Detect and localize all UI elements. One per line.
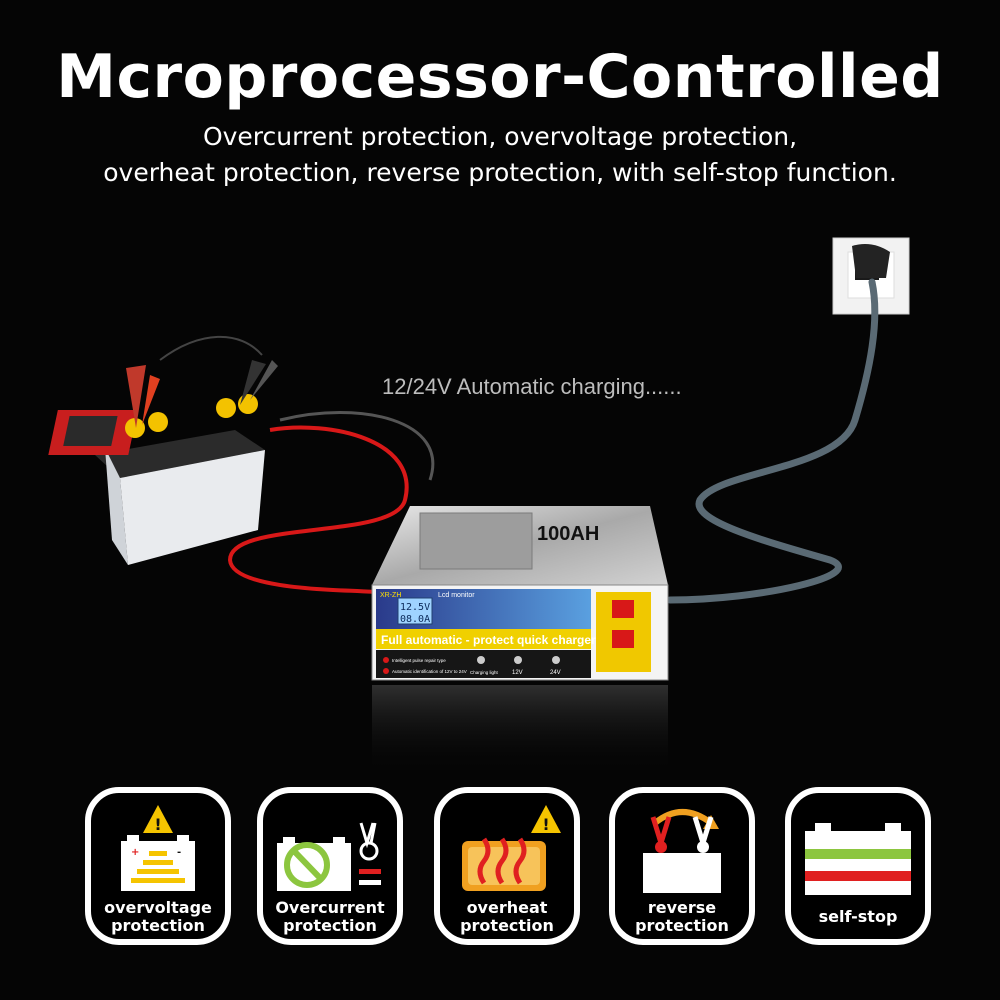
charger-monitor-label: Lcd monitor	[438, 592, 475, 599]
indicator-12v-label: 12V	[512, 670, 523, 676]
feature-badge-self-stop: self-stop	[785, 787, 931, 945]
lcd-current-readout: 08.0A	[400, 614, 430, 625]
badge-label-line-2: protection	[460, 916, 554, 935]
page-subtitle-line-1: Overcurrent protection, overvoltage prot…	[202, 122, 798, 151]
battery-charger	[371, 506, 669, 775]
badge-label-line-1: reverse	[647, 898, 717, 917]
positive-cable	[227, 425, 409, 594]
feature-badge-overvoltage: ! + - overvoltage protection	[85, 787, 231, 945]
svg-text:!: !	[542, 815, 549, 834]
power-cord	[666, 278, 879, 604]
charging-status-text: 12/24V Automatic charging......	[382, 374, 682, 399]
feature-badge-reverse: reverse protection	[609, 787, 755, 945]
svg-text:!: !	[154, 815, 161, 834]
feature-badge-overcurrent: Overcurrent protection	[257, 787, 403, 945]
indicator-24v-label: 24V	[550, 670, 561, 676]
charger-model-label: XR-ZH	[380, 592, 401, 599]
lcd-voltage-readout: 12.5V	[400, 602, 430, 613]
badge-label-line-2: protection	[635, 916, 729, 935]
badge-label-line-1: overvoltage	[104, 898, 212, 917]
charger-banner-text: Full automatic - protect quick charger	[381, 633, 596, 647]
negative-cable	[279, 411, 435, 481]
page-subtitle-line-2: overheat protection, reverse protection,…	[103, 158, 897, 187]
charging-scene-illustration: 100AH XR-ZH Lcd monitor 12.5V 08.0A Full…	[48, 237, 910, 775]
feature-badge-overheat: ! overheat protection	[434, 787, 580, 945]
badge-label-line-2: protection	[111, 916, 205, 935]
car-battery	[48, 335, 278, 565]
self-stop-icon	[805, 823, 911, 895]
badge-label-line-1: Overcurrent	[275, 898, 385, 917]
badge-label-line-1: overheat	[466, 898, 548, 917]
page-headline: Mcroprocessor-Controlled	[56, 42, 944, 112]
svg-text:-: -	[177, 847, 181, 858]
charging-light-label: Charging light	[470, 670, 499, 675]
overcurrent-icon	[277, 822, 381, 891]
badge-label-line-1: self-stop	[818, 907, 898, 926]
reverse-icon	[643, 809, 721, 893]
charger-feature-auto-identify: Automatic identification of 12V to 24V	[392, 669, 467, 674]
charger-capacity-label: 100AH	[537, 523, 599, 545]
svg-text:+: +	[131, 847, 139, 858]
overheat-icon: !	[462, 805, 561, 891]
overvoltage-icon: ! + -	[121, 805, 195, 891]
wall-socket	[832, 237, 910, 315]
badge-label-line-2: protection	[283, 916, 377, 935]
charger-feature-pulse: Intelligent pulse repair type	[392, 658, 446, 663]
